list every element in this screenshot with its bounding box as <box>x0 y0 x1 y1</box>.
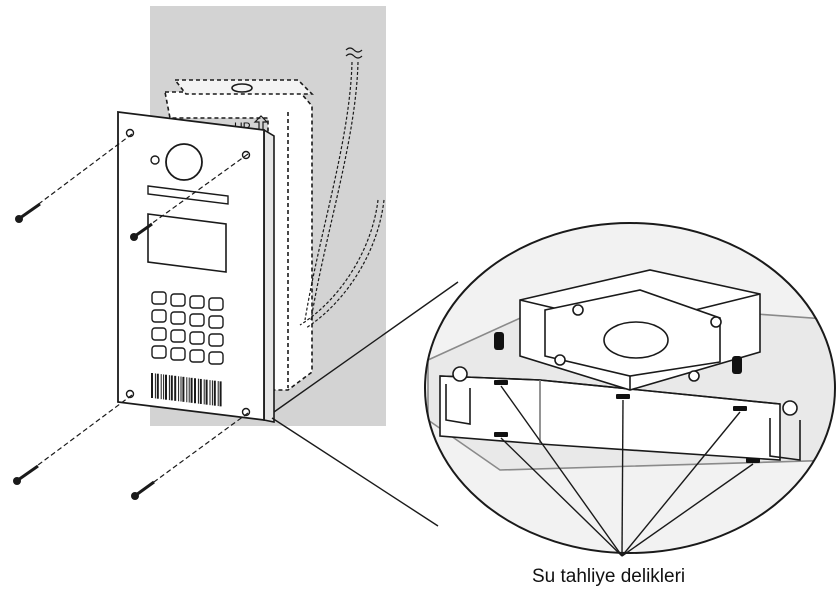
name-label-strip <box>147 185 229 205</box>
display-screen <box>147 213 227 273</box>
camera-led <box>150 155 160 165</box>
drain-holes-label: Su tahliye delikleri <box>532 566 685 587</box>
wall-cables <box>299 61 385 329</box>
screw-top-left <box>15 133 133 223</box>
magnified-detail <box>424 222 836 554</box>
keypad <box>151 291 224 365</box>
flush-mount-box <box>164 79 314 391</box>
up-arrow-icon <box>253 115 269 131</box>
screw-bottom-left <box>13 394 133 485</box>
panel-side-edge <box>263 128 275 423</box>
panel-screw-holes <box>125 128 251 417</box>
camera-lens <box>165 143 203 181</box>
screw-bottom-right <box>131 412 249 500</box>
drain-hole-pointers <box>500 385 754 557</box>
cable-break-mark <box>345 47 363 59</box>
card-reader-barcode <box>151 373 222 407</box>
screw-top-right <box>130 153 249 241</box>
detail-callout-lines <box>271 281 459 527</box>
screws <box>13 133 249 500</box>
